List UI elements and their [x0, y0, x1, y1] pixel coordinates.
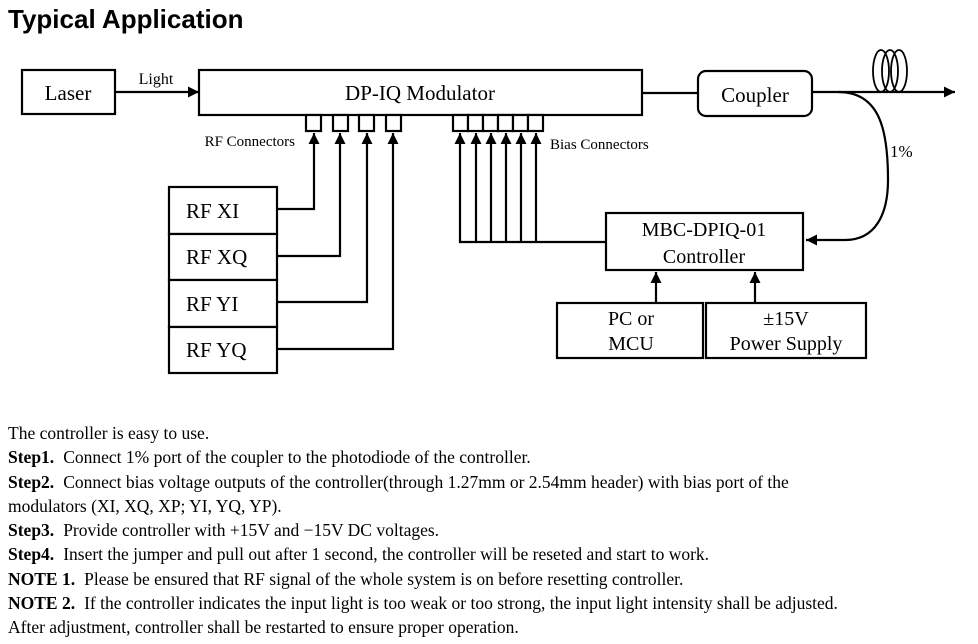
pc-label: PC or: [608, 308, 654, 330]
step-text: Connect bias voltage outputs of the cont…: [63, 471, 789, 492]
light-label: Light: [139, 71, 174, 88]
note-text: After adjustment, controller shall be re…: [8, 617, 519, 638]
rf-wire: [277, 133, 320, 211]
instructions: The controller is easy to use. Step1. Con…: [8, 421, 973, 640]
rf-connector: [357, 113, 376, 133]
bias-connectors: [451, 113, 545, 133]
step-3: Step3. Provide controller with +15V and −…: [8, 518, 973, 542]
step-label: Step4.: [8, 544, 55, 565]
laser-block: Laser: [20, 68, 117, 116]
coupler-block: Coupler: [696, 69, 814, 118]
tap-fiber: [806, 90, 890, 246]
step-label: Step2.: [8, 471, 55, 492]
bias-connector: [526, 113, 545, 133]
controller-label: Controller: [663, 246, 746, 268]
rf-wires: [277, 133, 399, 351]
step-2: Step2. Connect bias voltage outputs of th…: [8, 470, 973, 494]
note-text: Please be ensured that RF signal of the …: [84, 568, 684, 589]
note-1: NOTE 1. Please be ensured that RF signal …: [8, 567, 973, 591]
step-text: Connect 1% port of the coupler to the ph…: [63, 447, 531, 468]
power-supply-label: Power Supply: [730, 333, 843, 355]
tap-label: 1%: [890, 142, 913, 161]
step-text: Insert the jumper and pull out after 1 s…: [63, 544, 710, 565]
rf-source-label: RF XQ: [186, 245, 247, 269]
step-label: Step1.: [8, 447, 55, 468]
rf-source-stack: RF XI RF XQ RF YI RF YQ: [167, 185, 279, 375]
rf-source-label: RF YQ: [186, 338, 247, 362]
step-text: modulators (XI, XQ, XP; YI, YQ, YP).: [8, 495, 282, 516]
controller-block: MBC-DPIQ-01 Controller: [604, 211, 805, 272]
modulator-label: DP-IQ Modulator: [345, 81, 495, 105]
rf-connector: [304, 113, 323, 133]
rf-source-label: RF YI: [186, 292, 238, 316]
bias-connector: [511, 113, 530, 133]
rf-source-label: RF XI: [186, 199, 239, 223]
note-2: NOTE 2. If the controller indicates the i…: [8, 591, 973, 615]
step-text: Provide controller with +15V and −15V DC…: [63, 520, 440, 541]
note-text: If the controller indicates the input li…: [84, 593, 838, 614]
controller-model: MBC-DPIQ-01: [642, 219, 766, 241]
rf-connectors: [304, 113, 403, 133]
modulator-block: DP-IQ Modulator: [197, 68, 644, 117]
typical-application-diagram: Laser Light DP-IQ Modulator RF Connector…: [20, 49, 955, 375]
mcu-label: MCU: [608, 333, 654, 355]
rf-wire: [277, 133, 373, 304]
pc-mcu-block: PC or MCU: [555, 301, 705, 360]
step-2-continued: modulators (XI, XQ, XP; YI, YQ, YP).: [8, 494, 973, 518]
rf-connector: [384, 113, 403, 133]
laser-label: Laser: [45, 81, 92, 105]
rf-wire: [277, 133, 399, 351]
step-label: Step3.: [8, 520, 55, 541]
voltage-label: ±15V: [763, 308, 809, 330]
page-title: Typical Application: [8, 4, 244, 34]
intro-text: The controller is easy to use.: [8, 423, 210, 443]
step-4: Step4. Insert the jumper and pull out aft…: [8, 542, 973, 566]
coupler-label: Coupler: [721, 83, 789, 107]
note-label: NOTE 2.: [8, 593, 76, 614]
bias-connectors-label: Bias Connectors: [550, 137, 649, 153]
bias-connector: [451, 113, 470, 133]
step-1: Step1. Connect 1% port of the coupler to …: [8, 445, 973, 469]
note-label: NOTE 1.: [8, 568, 76, 589]
fiber-coil-icon: [872, 49, 908, 93]
rf-connector: [331, 113, 350, 133]
power-supply-block: ±15V Power Supply: [704, 301, 868, 360]
rf-connectors-label: RF Connectors: [205, 134, 296, 150]
bias-connector: [496, 113, 515, 133]
bias-wires: [454, 133, 607, 244]
note-2-continued: After adjustment, controller shall be re…: [8, 615, 973, 639]
bias-connector: [466, 113, 485, 133]
rf-wire: [277, 133, 346, 258]
bias-connector: [481, 113, 500, 133]
